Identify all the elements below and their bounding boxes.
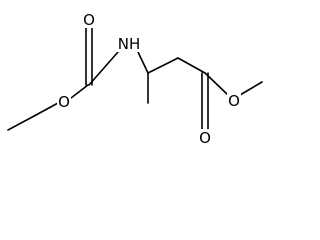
label-bg-o-ether-ester [227, 92, 241, 110]
label-bg-o-carbonyl-ester [198, 129, 212, 147]
label-bg-o-ether-carbamate [57, 93, 71, 111]
atom-o-ether-carbamate: O [58, 93, 70, 111]
molecule-structure: O NH O O O [7, 10, 263, 147]
bond-ch3-ch2 [7, 114, 37, 131]
bonds [7, 27, 263, 131]
atom-labels: O NH O O O [57, 10, 241, 147]
bond-ch2-ester-c [177, 57, 206, 74]
atom-o-carbonyl-carbamate: O [83, 11, 95, 29]
bond-o-ether-carbamate-c [70, 84, 89, 99]
bond-carbamate-c-nh [88, 51, 119, 86]
bond-ester-c-o-ether [204, 72, 229, 96]
atom-nh: NH [118, 35, 141, 53]
atom-o-ether-ester: O [228, 92, 240, 110]
bond-nh-ch [137, 51, 149, 74]
label-bg-nh [116, 34, 142, 52]
bond-ch-ch2 [147, 57, 179, 74]
atom-o-carbonyl-ester: O [199, 129, 211, 147]
bond-ch2-o-ether [35, 102, 59, 116]
bond-o-ether-methyl [239, 81, 263, 96]
label-bg-o-carbonyl-carbamate [82, 10, 96, 28]
